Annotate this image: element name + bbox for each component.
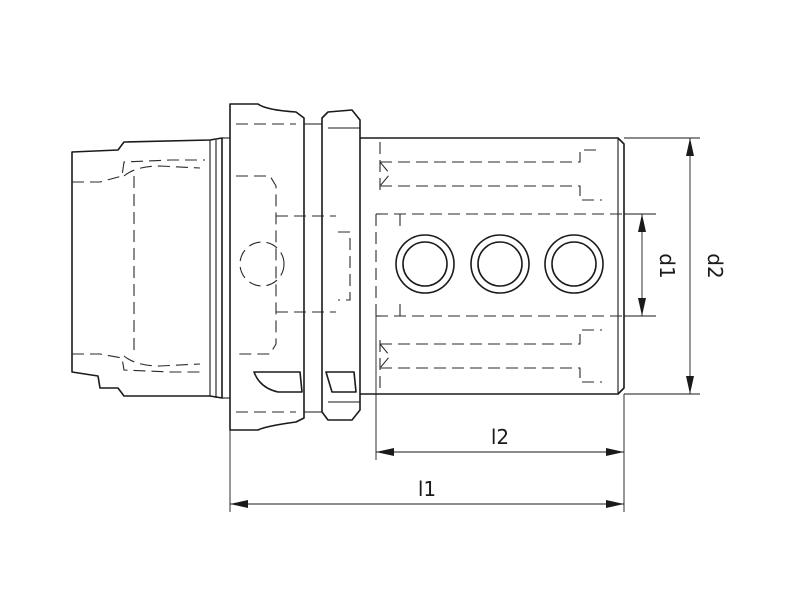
- taper-shank: [71, 137, 223, 399]
- label-d1: d1: [655, 253, 679, 278]
- dimension-d2: d2: [624, 137, 727, 395]
- dimension-d1: d1: [624, 213, 679, 317]
- drive-slot: [253, 371, 303, 393]
- hole-2: [470, 234, 530, 294]
- label-d2: d2: [703, 253, 727, 278]
- dimension-l1: l1: [229, 430, 625, 512]
- coolant-holes: [395, 234, 604, 294]
- label-l1: l1: [418, 477, 436, 501]
- groove-ring: [321, 109, 361, 421]
- hole-1: [395, 234, 455, 294]
- flange: [222, 103, 336, 431]
- hole-3: [544, 234, 604, 294]
- label-l2: l2: [491, 425, 509, 449]
- cross-hole: [239, 241, 285, 287]
- body-cylinder: [360, 137, 625, 395]
- dimension-l2: l2: [375, 316, 625, 460]
